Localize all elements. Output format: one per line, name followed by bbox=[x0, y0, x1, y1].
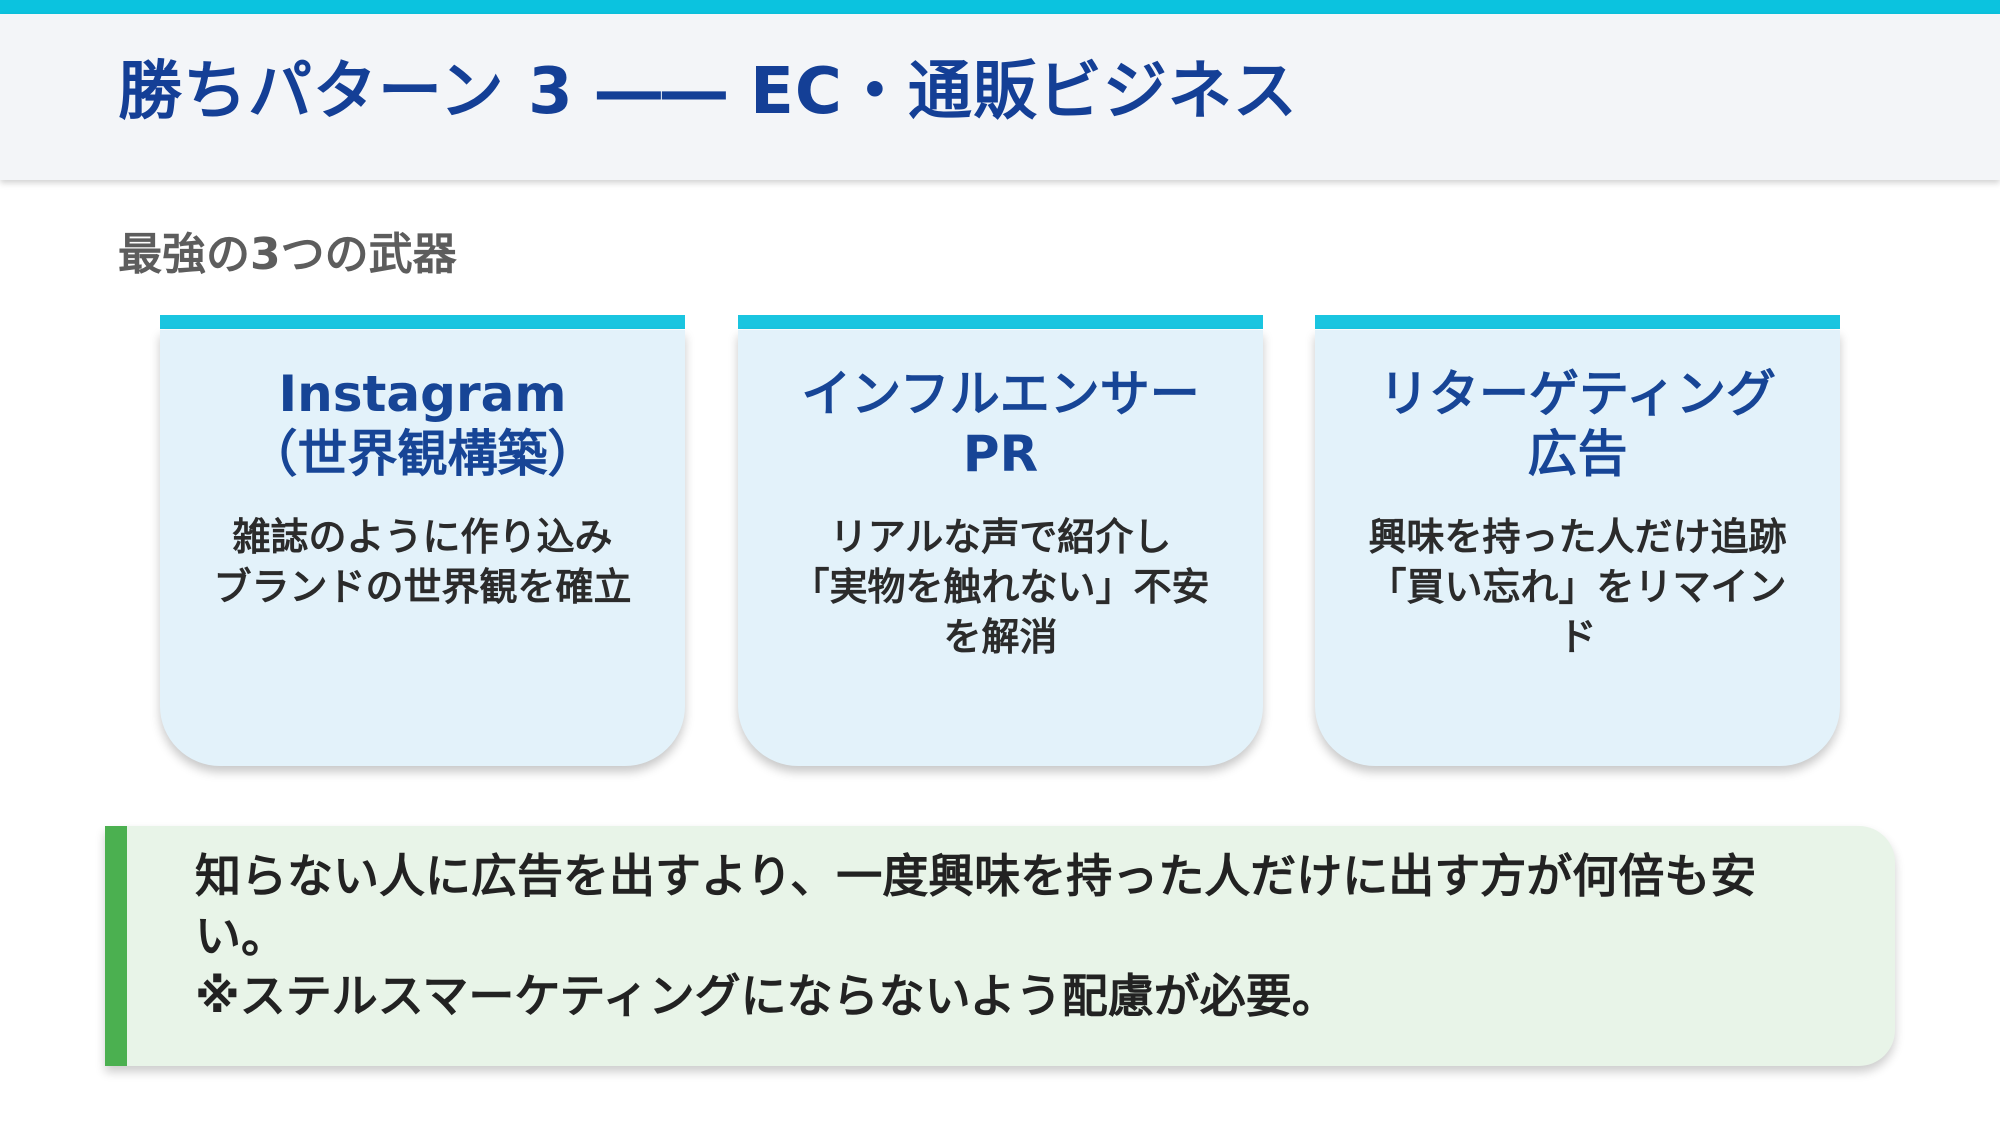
card-retargeting-ads: リターゲティング 広告 興味を持った人だけ追跡 「買い忘れ」をリマインド bbox=[1315, 330, 1840, 766]
card-influencer-pr: インフルエンサー PR リアルな声で紹介し 「実物を触れない」不安を解消 bbox=[738, 330, 1263, 766]
header-band: 勝ちパターン 3 ―― EC・通販ビジネス bbox=[0, 14, 2000, 180]
card-accent-bar-instagram bbox=[160, 315, 685, 329]
card-title: リターゲティング 広告 bbox=[1379, 365, 1776, 483]
page-title: 勝ちパターン 3 ―― EC・通販ビジネス bbox=[118, 55, 1298, 129]
section-subtitle: 最強の3つの武器 bbox=[118, 229, 457, 280]
card-title: インフルエンサー PR bbox=[801, 365, 1200, 483]
card-instagram: Instagram （世界観構築） 雑誌のように作り込み ブランドの世界観を確立 bbox=[160, 330, 685, 766]
card-description: 雑誌のように作り込み ブランドの世界観を確立 bbox=[213, 515, 632, 609]
card-title: Instagram （世界観構築） bbox=[247, 365, 598, 483]
card-accent-bar-influencer bbox=[738, 315, 1263, 329]
card-accent-bar-retargeting bbox=[1315, 315, 1840, 329]
card-description: リアルな声で紹介し 「実物を触れない」不安を解消 bbox=[791, 515, 1210, 659]
top-accent-bar bbox=[0, 0, 2000, 14]
note-callout: 知らない人に広告を出すより、一度興味を持った人だけに出す方が何倍も安い。 ※ステ… bbox=[105, 826, 1895, 1066]
note-text: 知らない人に広告を出すより、一度興味を持った人だけに出す方が何倍も安い。 ※ステ… bbox=[195, 849, 1757, 1023]
card-description: 興味を持った人だけ追跡 「買い忘れ」をリマインド bbox=[1368, 515, 1787, 659]
